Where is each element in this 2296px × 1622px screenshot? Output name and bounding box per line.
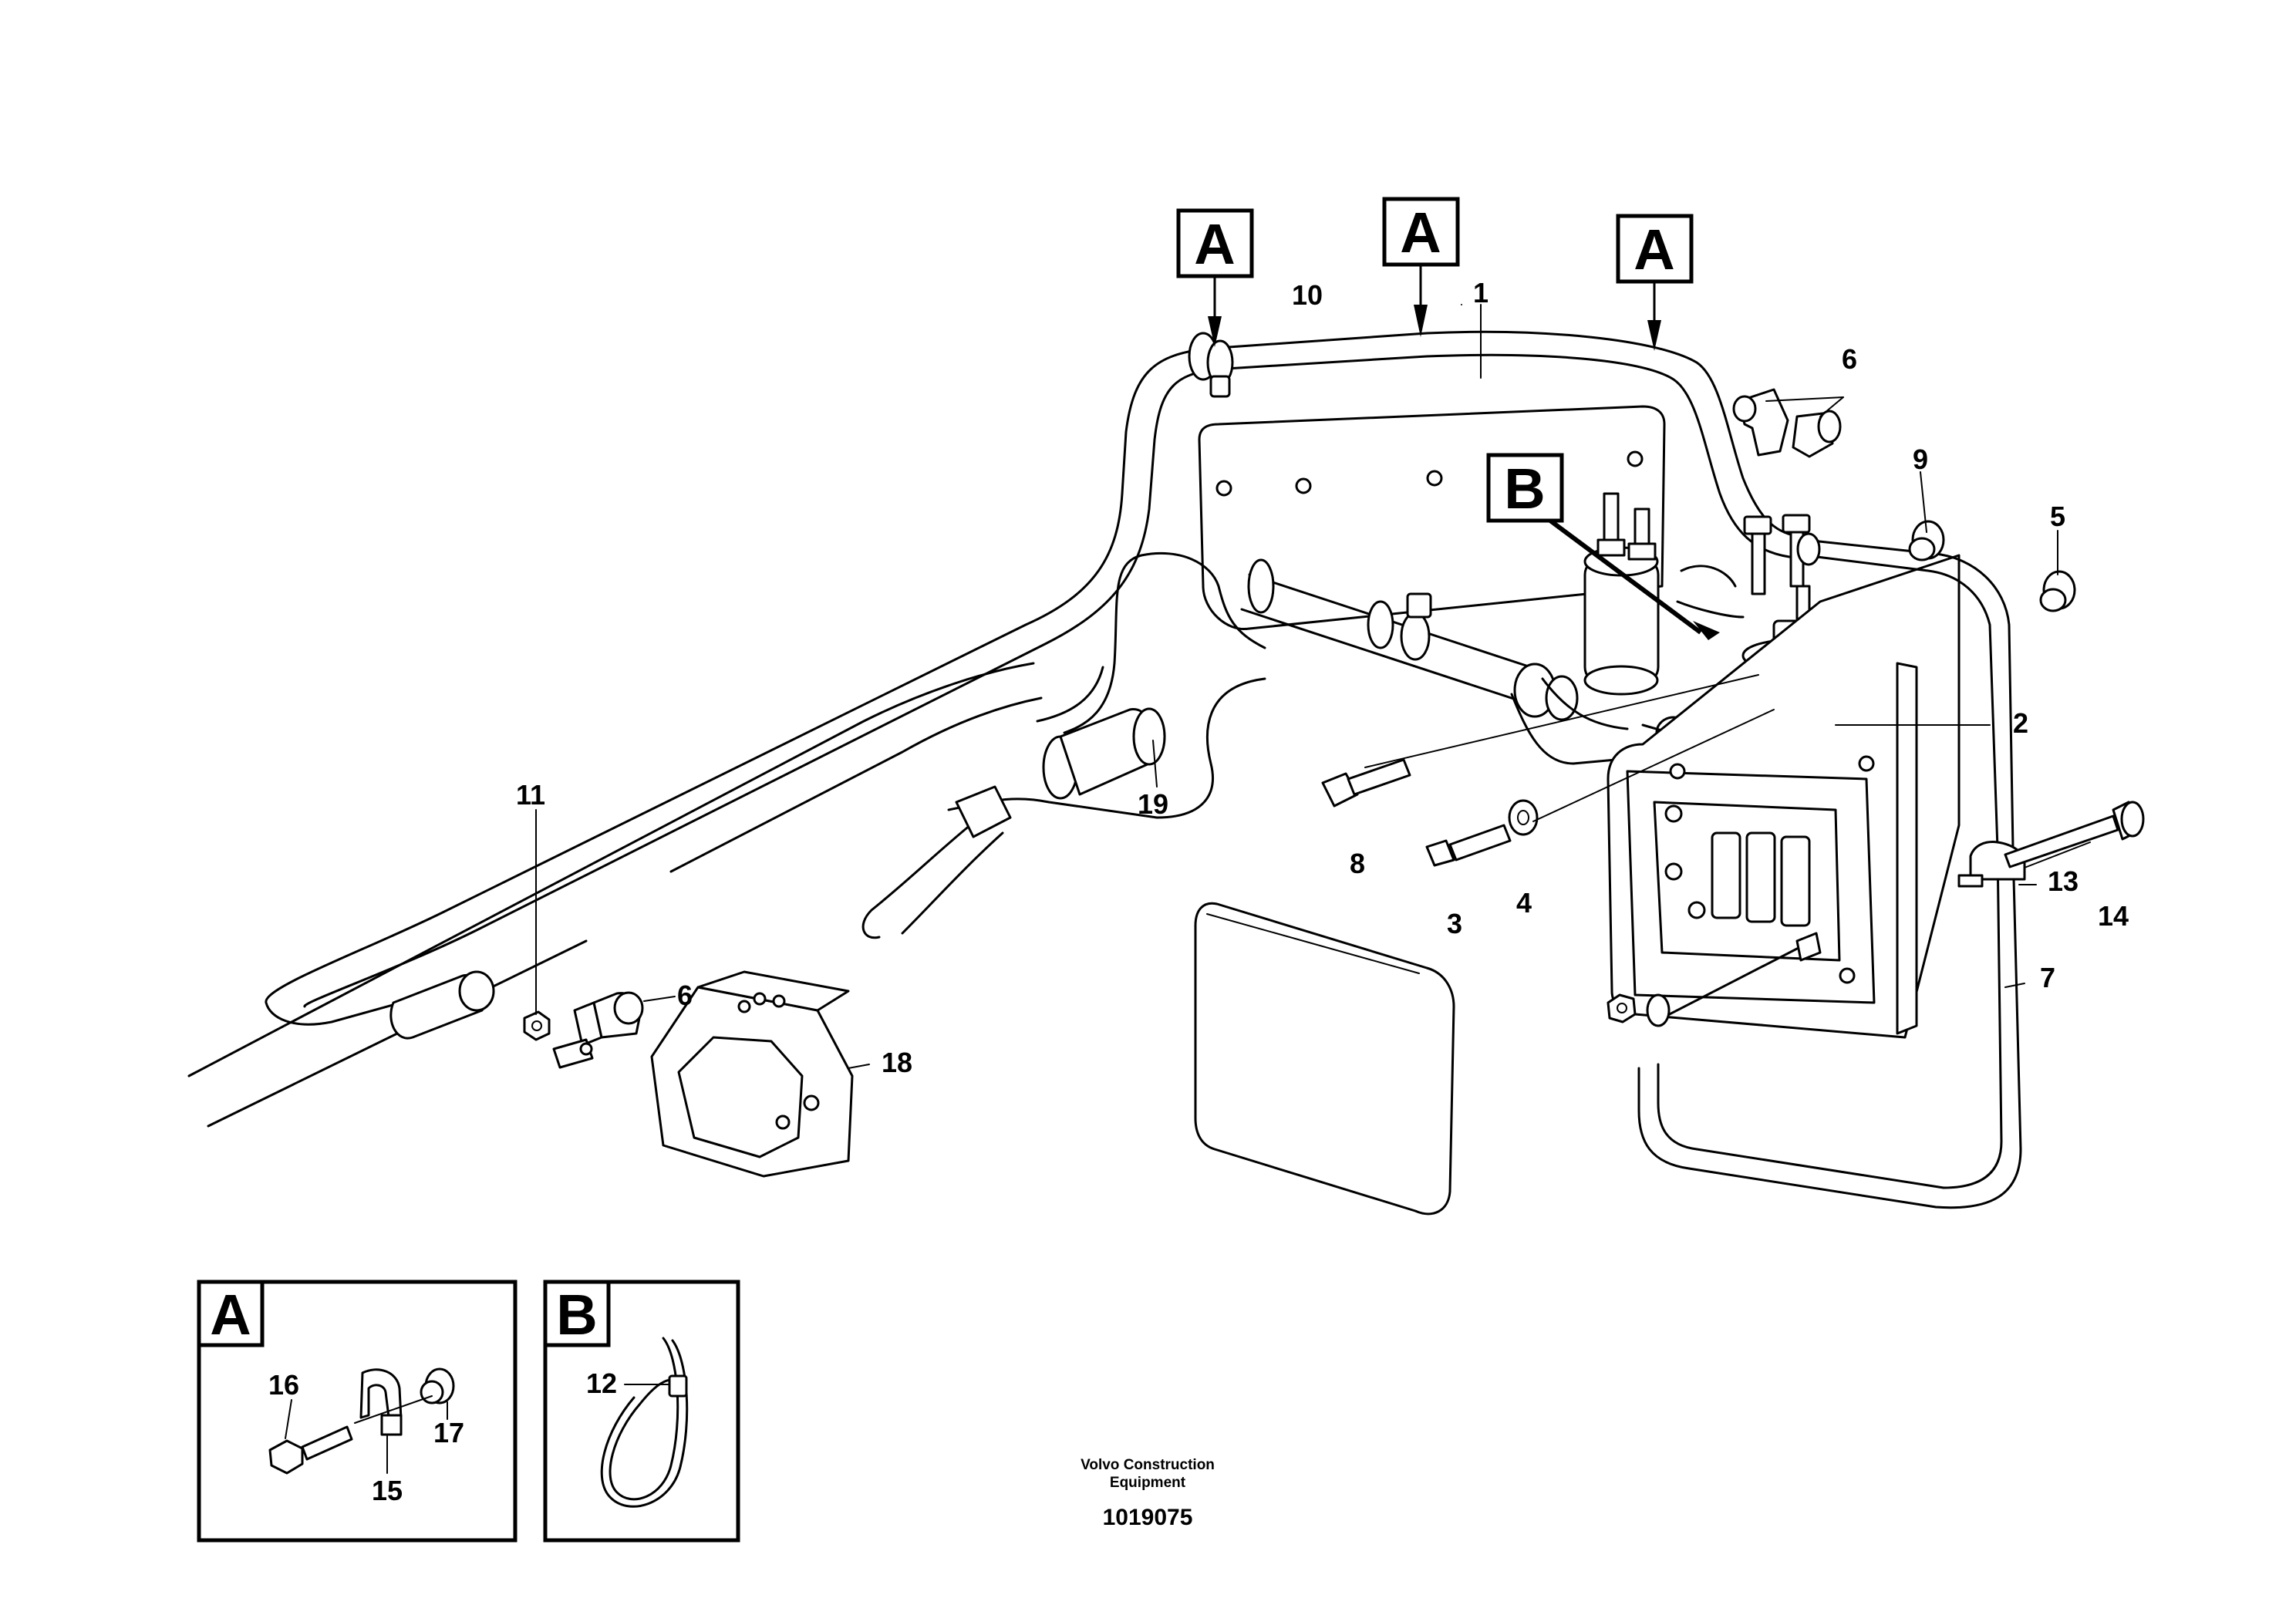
leader-lines: [535, 304, 2091, 1069]
callout-18: 18: [882, 1047, 912, 1078]
footer-company-line2: Equipment: [1110, 1475, 1186, 1491]
view-marker-a-1: A: [1176, 208, 1254, 347]
callout-4: 4: [1516, 887, 1532, 919]
cover-plate[interactable]: [1194, 902, 1455, 1216]
clamp-11[interactable]: [523, 1010, 594, 1069]
frame-beam: [187, 662, 1043, 1128]
svg-text:A: A: [1194, 212, 1235, 276]
svg-text:A: A: [1400, 201, 1441, 265]
callout-17: 17: [433, 1417, 464, 1448]
cable-tie-12[interactable]: [600, 1337, 689, 1508]
view-marker-b-1: B: [1486, 453, 1720, 640]
footer-company-line1: Volvo Construction: [1081, 1457, 1215, 1473]
hose-19[interactable]: [861, 551, 1266, 939]
nut-5[interactable]: [2039, 570, 2076, 612]
callout-1: 1: [1473, 277, 1489, 309]
ecu-box[interactable]: [1607, 554, 1961, 1039]
callout-15: 15: [372, 1475, 403, 1506]
detail-a-title: A: [210, 1283, 251, 1347]
callout-14: 14: [2098, 900, 2129, 932]
fuel-tube[interactable]: [1240, 558, 1579, 721]
callout-labels: 1 2 3 4 5 6 6 7 8 9 10 11 13 14 18 19: [516, 277, 2129, 1078]
bracket-18[interactable]: [650, 970, 854, 1178]
hose-10[interactable]: [265, 330, 1799, 1026]
callout-7: 7: [2040, 962, 2055, 993]
callout-5: 5: [2050, 501, 2065, 532]
callout-6b: 6: [677, 980, 693, 1011]
washer-4[interactable]: [1508, 799, 1539, 836]
detail-b-panel: B 12: [543, 1280, 740, 1543]
screw-3[interactable]: [1425, 824, 1512, 867]
callout-3: 3: [1447, 908, 1462, 939]
main-assembly: A A A B 1 2 3 4 5 6: [187, 197, 2145, 1216]
callout-6a: 6: [1842, 343, 1857, 375]
svg-text:B: B: [1504, 457, 1545, 521]
hose-end-connector: [389, 970, 495, 1040]
callout-9: 9: [1913, 443, 1928, 475]
detail-a-panel: A 16 15 17: [197, 1280, 518, 1543]
footer-drawing-number: 1019075: [1103, 1505, 1193, 1530]
screw-8[interactable]: [1321, 758, 1411, 808]
callout-16: 16: [268, 1369, 299, 1401]
view-marker-a-3: A: [1616, 214, 1694, 351]
hose-7[interactable]: [1637, 532, 2022, 1209]
footer: Volvo Construction Equipment 1019075: [1081, 1457, 1215, 1530]
callout-8: 8: [1350, 848, 1365, 879]
elbow-fitting-6-lower[interactable]: [573, 991, 644, 1047]
svg-text:A: A: [1633, 218, 1674, 282]
view-marker-a-2: A: [1382, 197, 1460, 337]
screw-14[interactable]: [2004, 801, 2145, 868]
callout-2: 2: [2013, 707, 2028, 739]
elbow-fittings-6-top[interactable]: [1732, 388, 1842, 458]
ground-cable[interactable]: [1607, 932, 1822, 1027]
callout-12: 12: [586, 1367, 617, 1399]
detail-a-screw-16[interactable]: [268, 1425, 353, 1475]
detail-b-title: B: [556, 1283, 597, 1347]
callout-19: 19: [1138, 788, 1168, 820]
callout-11: 11: [516, 779, 545, 811]
clamp-13[interactable]: [1957, 841, 2026, 888]
nut-9[interactable]: [1908, 520, 1945, 561]
callout-13: 13: [2048, 865, 2079, 897]
callout-10: 10: [1292, 279, 1323, 311]
